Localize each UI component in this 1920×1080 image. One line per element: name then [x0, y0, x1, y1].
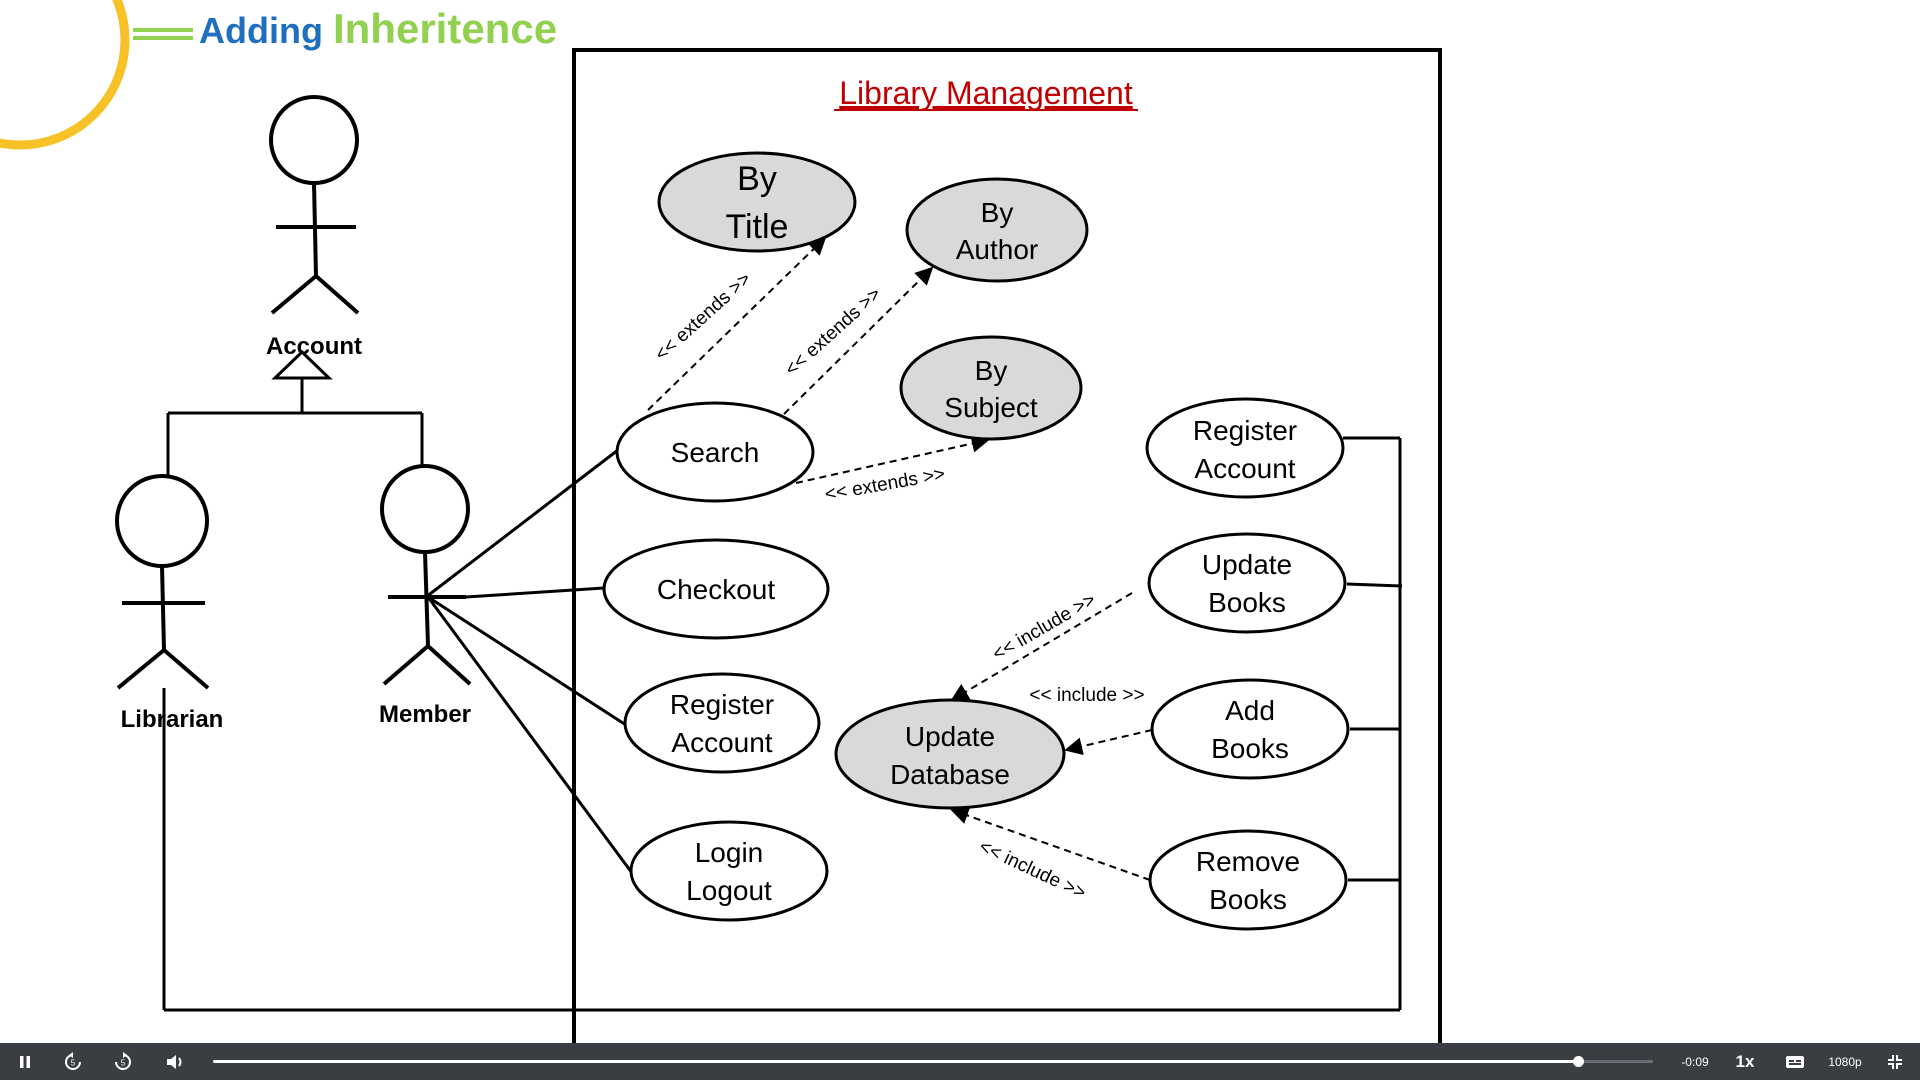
- include-label-update-books: << include >>: [989, 589, 1099, 665]
- time-remaining: -0:09: [1681, 1054, 1709, 1069]
- playback-speed-button[interactable]: 1x: [1735, 1051, 1755, 1071]
- svg-text:Login: Login: [695, 837, 764, 868]
- svg-text:Subject: Subject: [944, 392, 1038, 423]
- quality-button[interactable]: 1080p: [1828, 1054, 1862, 1069]
- include-label-remove-books: << include >>: [976, 836, 1089, 904]
- system-title: Library Management: [839, 75, 1133, 111]
- progress-bar[interactable]: [213, 1056, 1653, 1067]
- actor-label-member: Member: [379, 701, 471, 728]
- svg-text:Register: Register: [670, 689, 774, 720]
- librarian-associations: [162, 436, 1403, 1012]
- svg-text:Account: Account: [671, 727, 772, 758]
- svg-text:Books: Books: [1209, 884, 1287, 915]
- svg-text:Add: Add: [1225, 695, 1275, 726]
- pause-icon[interactable]: [10, 1043, 40, 1080]
- svg-text:Search: Search: [671, 437, 760, 468]
- use-case-update-books: Update Books: [1147, 532, 1347, 634]
- decorative-arc: [0, 0, 130, 150]
- use-case-diagram: Adding Inheritence Library Management Ac…: [0, 0, 1442, 1043]
- extends-label-subject: << extends >>: [823, 464, 946, 506]
- svg-text:Author: Author: [956, 234, 1039, 265]
- svg-text:Logout: Logout: [686, 875, 772, 906]
- use-case-by-subject: By Subject: [899, 335, 1083, 441]
- svg-text:Remove: Remove: [1196, 846, 1300, 877]
- svg-text:5: 5: [121, 1058, 126, 1067]
- svg-text:Database: Database: [890, 759, 1010, 790]
- actor-member: [380, 464, 472, 686]
- slide-heading-prefix: Adding: [199, 10, 323, 51]
- slide-heading: Adding Inheritence: [199, 5, 557, 52]
- use-case-checkout: Checkout: [602, 538, 830, 640]
- svg-text:Register: Register: [1193, 415, 1297, 446]
- actor-label-account: Account: [266, 333, 362, 360]
- forward-icon[interactable]: 5: [108, 1043, 138, 1080]
- svg-text:By: By: [737, 160, 777, 198]
- use-case-update-database: Update Database: [834, 698, 1066, 810]
- svg-text:5: 5: [71, 1058, 76, 1067]
- captions-icon[interactable]: [1780, 1043, 1810, 1080]
- heading-accent-line: [133, 28, 193, 32]
- slide-heading-main: Inheritence: [333, 5, 557, 52]
- heading-accent-line: [133, 36, 193, 40]
- exit-fullscreen-icon[interactable]: [1880, 1043, 1910, 1080]
- use-case-remove-books: Remove Books: [1148, 829, 1348, 931]
- svg-text:By: By: [975, 355, 1008, 386]
- use-case-login-logout: Login Logout: [629, 820, 829, 922]
- system-boundary: [572, 48, 1442, 1043]
- progress-handle[interactable]: [1573, 1056, 1585, 1067]
- svg-text:Books: Books: [1208, 587, 1286, 618]
- svg-text:Title: Title: [726, 208, 789, 246]
- volume-icon[interactable]: [160, 1043, 190, 1080]
- svg-text:Update: Update: [1202, 549, 1292, 580]
- use-case-by-author: By Author: [905, 177, 1089, 283]
- svg-text:By: By: [981, 197, 1014, 228]
- svg-text:Account: Account: [1194, 453, 1295, 484]
- use-case-register-account-member: Register Account: [623, 672, 821, 774]
- member-associations: [425, 448, 634, 874]
- dependencies: [647, 236, 1153, 881]
- actor-account: [269, 95, 360, 315]
- progress-fill: [213, 1060, 1579, 1063]
- use-case-register-account-librarian: Register Account: [1145, 397, 1345, 499]
- use-case-by-title: By Title: [657, 151, 857, 253]
- extends-label-title: << extends >>: [651, 268, 755, 365]
- use-case-add-books: Add Books: [1150, 678, 1350, 780]
- rewind-icon[interactable]: 5: [58, 1043, 88, 1080]
- actor-librarian: [115, 474, 210, 690]
- use-case-search: Search: [615, 401, 815, 503]
- actor-label-librarian: Librarian: [121, 706, 224, 733]
- video-controls: 5 5 -0:09 1x 1080p: [0, 1043, 1920, 1080]
- svg-text:Books: Books: [1211, 733, 1289, 764]
- generalization: [166, 349, 424, 482]
- svg-text:Checkout: Checkout: [657, 574, 776, 605]
- svg-text:Update: Update: [905, 721, 995, 752]
- include-label-add-books: << include >>: [1029, 685, 1144, 706]
- extends-label-author: << extends >>: [781, 283, 885, 380]
